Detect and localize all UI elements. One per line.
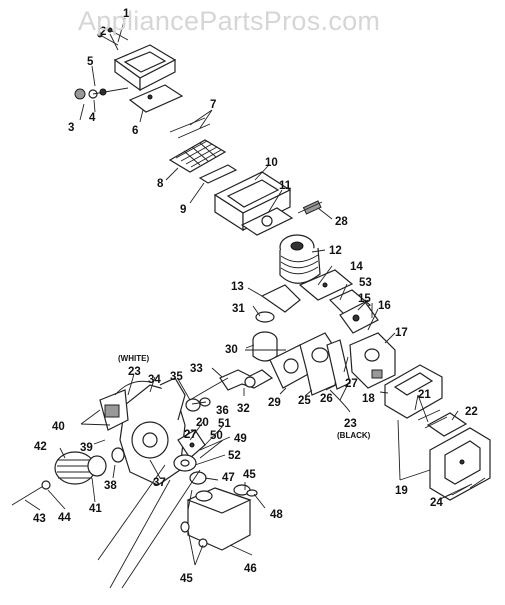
callout-46: 46 — [244, 563, 257, 575]
filter-plate — [128, 84, 184, 113]
callout-38: 38 — [104, 480, 117, 492]
cylinder — [279, 234, 321, 284]
choke-plate — [198, 164, 238, 184]
callout-23-white: 23 — [128, 366, 141, 378]
callout-32: 32 — [237, 403, 250, 415]
fuel-filter-parts — [180, 521, 208, 548]
callout-51: 51 — [218, 418, 231, 430]
callout-17: 17 — [395, 327, 408, 339]
callout-19: 19 — [395, 485, 408, 497]
carburetor — [349, 332, 396, 389]
callout-4: 4 — [89, 112, 96, 124]
callout-29: 29 — [268, 397, 281, 409]
piston — [245, 331, 286, 362]
callout-24: 24 — [430, 497, 443, 509]
callout-34: 34 — [148, 374, 161, 386]
callout-44: 44 — [58, 512, 71, 524]
callout-30: 30 — [225, 344, 238, 356]
filter-element — [426, 412, 468, 437]
callout-33: 33 — [190, 363, 203, 375]
carburetor-gasket — [326, 339, 351, 390]
air-box-gasket — [240, 207, 294, 236]
callout-18: 18 — [362, 393, 375, 405]
governor-parts — [173, 454, 197, 472]
callout-13: 13 — [231, 281, 244, 293]
callout-6: 6 — [132, 125, 138, 137]
primer-bulb — [233, 484, 258, 497]
fuel-tank — [186, 487, 252, 551]
callout-36: 36 — [216, 405, 229, 417]
piston-ring — [255, 311, 275, 323]
callout-12: 12 — [329, 245, 342, 257]
callout-10: 10 — [265, 157, 278, 169]
callout-40: 40 — [52, 421, 65, 433]
callout-48: 48 — [270, 509, 283, 521]
callout-31: 31 — [232, 303, 245, 315]
callout-16: 16 — [378, 300, 391, 312]
filter-screen — [168, 139, 227, 173]
callout-49: 49 — [234, 433, 247, 445]
callout-52: 52 — [228, 450, 241, 462]
filter-bolts — [169, 117, 211, 139]
air-cleaner-base — [384, 364, 443, 419]
callout-37: 37 — [153, 477, 166, 489]
callout-28: 28 — [335, 216, 348, 228]
callout-11: 11 — [279, 180, 292, 192]
note-white: (WHITE) — [118, 354, 149, 363]
callout-20: 20 — [196, 417, 209, 429]
flywheel — [54, 451, 107, 485]
callout-45-bottom: 45 — [180, 573, 193, 585]
callout-2: 2 — [100, 26, 106, 38]
starter-pulley — [111, 447, 125, 463]
callout-25: 25 — [298, 395, 311, 407]
callout-53: 53 — [359, 277, 372, 289]
callout-50: 50 — [210, 430, 223, 442]
callout-numbers: 1 2 3 4 5 6 7 8 9 10 11 12 13 14 15 16 1… — [33, 8, 478, 585]
callout-23-black: 23 — [344, 418, 357, 430]
air-filter-cover — [113, 44, 177, 92]
callout-27-right: 27 — [345, 378, 358, 390]
callout-43: 43 — [33, 513, 46, 525]
callout-42: 42 — [34, 441, 47, 453]
watermark: AppliancePartsPros.com — [78, 6, 381, 36]
callout-3: 3 — [68, 122, 74, 134]
callout-5: 5 — [87, 56, 94, 68]
callout-21: 21 — [418, 389, 431, 401]
callout-22: 22 — [465, 406, 478, 418]
muffler-assembly — [328, 289, 379, 334]
callout-39: 39 — [80, 442, 93, 454]
leader-lines — [24, 17, 473, 566]
knob-assembly — [74, 87, 129, 100]
callout-8: 8 — [157, 178, 164, 190]
callout-35: 35 — [170, 371, 183, 383]
callout-15: 15 — [358, 293, 371, 305]
callout-47: 47 — [222, 472, 235, 484]
callout-27-left: 27 — [184, 429, 197, 441]
callout-14: 14 — [350, 261, 363, 273]
callout-1: 1 — [123, 8, 130, 20]
crankcase — [119, 377, 186, 486]
callout-9: 9 — [180, 204, 186, 216]
air-cleaner-cover — [429, 427, 491, 501]
callout-26: 26 — [320, 393, 333, 405]
callout-45-top: 45 — [243, 469, 256, 481]
fuel-lines — [97, 464, 201, 589]
muffler-bracket — [260, 284, 301, 313]
callout-41: 41 — [89, 503, 102, 515]
callout-7: 7 — [210, 99, 216, 111]
ignition-module — [99, 389, 129, 431]
base-screws-21 — [417, 409, 448, 429]
crankshaft — [219, 369, 274, 391]
cylinder-gasket — [298, 269, 354, 301]
flywheel-bolt — [11, 480, 51, 506]
note-black: (BLACK) — [337, 431, 371, 440]
intake-gasket — [269, 344, 313, 389]
spark-plug — [297, 200, 323, 215]
